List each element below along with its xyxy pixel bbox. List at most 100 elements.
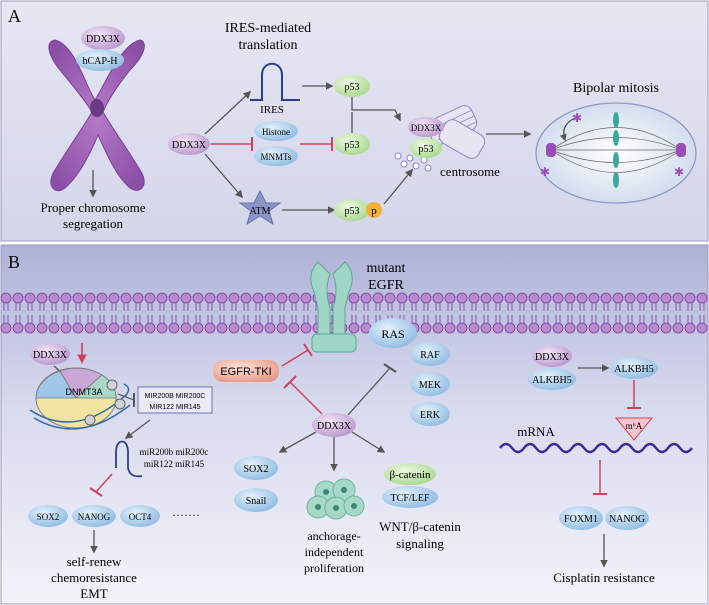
inhibit-tki-egfr (281, 349, 309, 367)
lipid-head (636, 292, 648, 304)
lipid-head (576, 292, 588, 304)
lipid-head (156, 292, 168, 304)
sox2-left-node (28, 505, 68, 527)
erk-label: ERK (420, 410, 441, 421)
lipid-head (600, 292, 612, 304)
inhibit-bar-targets (89, 487, 103, 497)
ddx3x-bubble-label: DDX3X (86, 34, 121, 45)
ires-hairpin-icon (250, 62, 300, 101)
lipid-head (612, 322, 624, 334)
lipid-head (216, 322, 228, 334)
histone-label: Histone (262, 127, 290, 137)
ddx3x-node-b-label: DDX3X (317, 421, 352, 432)
lipid-head (696, 292, 708, 304)
chromosome-icon (48, 39, 145, 192)
anchorage-label-1: anchorage- (307, 529, 360, 543)
p53-node-2 (334, 133, 370, 155)
raf-label: RAF (420, 350, 440, 361)
snail-node (234, 488, 278, 512)
panel-a-label: A (8, 6, 21, 26)
m6a-marker-icon (614, 417, 654, 441)
lipid-head (132, 292, 144, 304)
svg-text:✱: ✱ (572, 111, 582, 125)
lipid-head (492, 322, 504, 334)
lipid-head (228, 292, 240, 304)
lipid-head (96, 322, 108, 334)
lipid-head (288, 322, 300, 334)
anchorage-label-2: independent (305, 545, 364, 559)
selfrenew-line-3: EMT (80, 586, 108, 601)
lipid-head (528, 292, 540, 304)
raf-node (410, 342, 450, 366)
lipid-head (648, 292, 660, 304)
mnmts-label: MNMTs (261, 152, 292, 162)
lipid-head (300, 322, 312, 334)
lipid-head (276, 322, 288, 334)
beta-catenin-node (384, 463, 436, 485)
lipid-head (120, 292, 132, 304)
lipid-head (612, 292, 624, 304)
lipid-head (648, 322, 660, 334)
inhibit-bar-egfr (303, 343, 313, 357)
centro-ddx3x-node (408, 117, 444, 137)
lipid-head (72, 322, 84, 334)
lipid-head (0, 292, 12, 304)
lipid-head (288, 292, 300, 304)
lipid-head (444, 322, 456, 334)
lipid-head (156, 322, 168, 334)
ddx3x-left-label: DDX3X (33, 350, 68, 361)
lipid-head (144, 322, 156, 334)
alkbh5-b-label: ALKBH5 (614, 364, 653, 375)
lipid-head (48, 292, 60, 304)
beta-catenin-label: β-catenin (389, 469, 431, 481)
inhibit-bar-tki (283, 375, 297, 389)
lipid-head (396, 292, 408, 304)
mir-txt-line-1: miR200b miR200c (140, 447, 209, 457)
lipid-head (492, 292, 504, 304)
lipid-head (168, 322, 180, 334)
hcap-bubble-label: hCAP-H (82, 56, 117, 67)
lipid-head (432, 292, 444, 304)
centro-p53-node (410, 138, 442, 158)
anchorage-label-3: proliferation (304, 561, 364, 575)
erk-node (410, 402, 450, 426)
mir-gene-box (137, 386, 213, 414)
egfr-tki-node (213, 360, 279, 382)
nanog-left-node (72, 505, 116, 527)
mir-box-line-2: MIR122 MIR145 (150, 404, 201, 411)
nanog-right-node (605, 506, 649, 530)
bipolar-title: Bipolar mitosis (573, 81, 659, 96)
p53-node-1-label: p53 (345, 82, 360, 93)
tcf-lef-node (382, 486, 438, 508)
sox2-mid-label: SOX2 (243, 464, 268, 475)
lipid-head (564, 322, 576, 334)
p53-node-3-label: p53 (345, 206, 360, 217)
cell-cluster-icon (306, 478, 365, 520)
lipid-head (108, 292, 120, 304)
chrom-caption-2: segregation (63, 216, 123, 231)
p53-node-1 (334, 75, 370, 97)
lipid-head (504, 322, 516, 334)
alkbh5-a-node (528, 368, 576, 390)
lipid-head (576, 322, 588, 334)
nucleosome-icon (29, 367, 131, 430)
lipid-head (252, 322, 264, 334)
lipid-head (264, 322, 276, 334)
lipid-head (204, 322, 216, 334)
nanog-right-label: NANOG (609, 514, 645, 525)
ires-title-2: translation (238, 38, 297, 53)
hcap-bubble (76, 49, 124, 71)
mrna-label: mRNA (517, 424, 555, 439)
lipid-head (240, 292, 252, 304)
lipid-head (480, 292, 492, 304)
ires-label: IRES (260, 104, 284, 116)
lipid-head (456, 292, 468, 304)
lipid-head (180, 292, 192, 304)
sox2-left-label: SOX2 (37, 512, 60, 522)
lipid-head (456, 322, 468, 334)
ras-label: RAS (381, 327, 404, 341)
lipid-head (516, 292, 528, 304)
arrow-p53-centrosome (351, 97, 401, 122)
mnmts-node (254, 146, 298, 166)
